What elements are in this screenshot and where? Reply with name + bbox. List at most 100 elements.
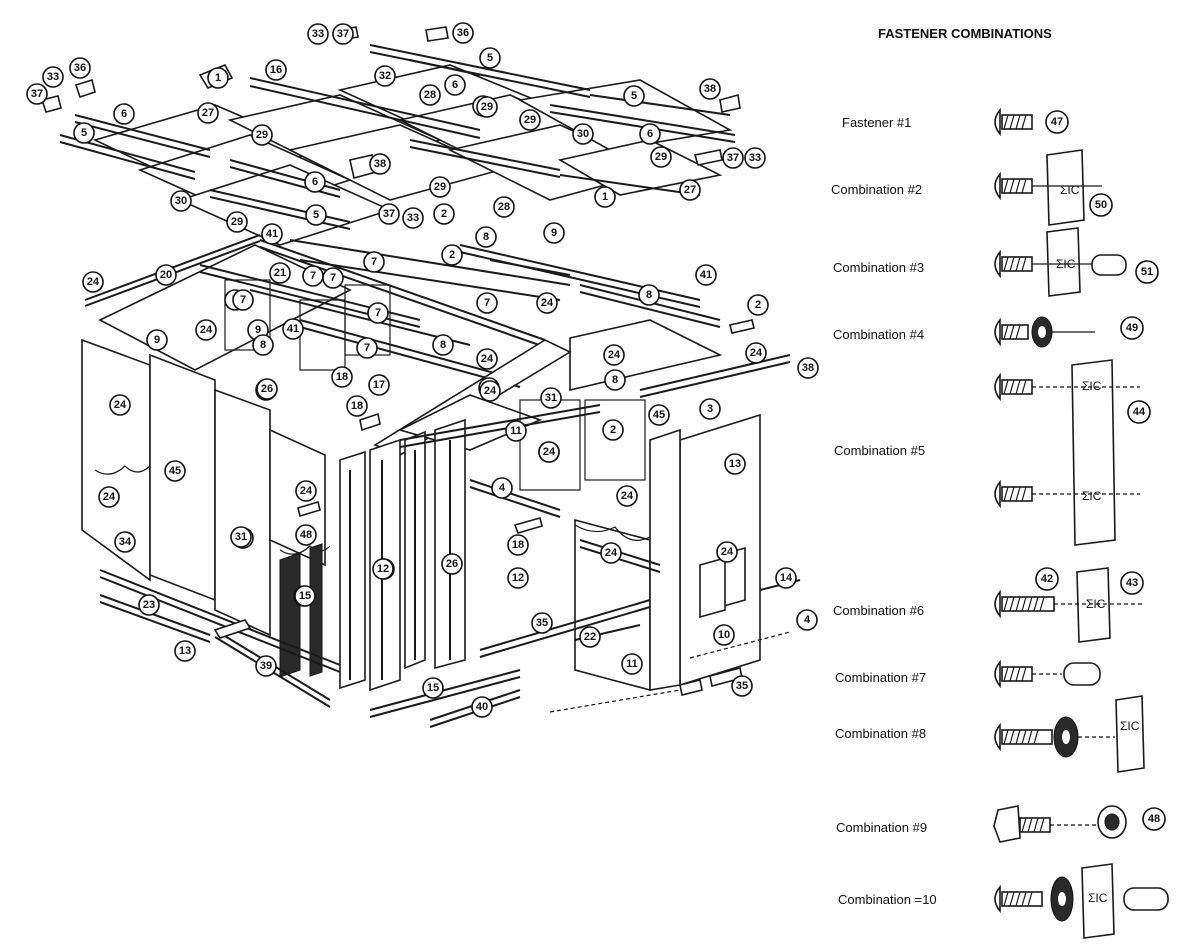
part-number-badge: 50 [1089, 193, 1113, 217]
svg-text:24: 24 [608, 349, 621, 361]
fastener-combinations-panel: FASTENER COMBINATIONS Fastener #1 47 Com… [831, 26, 1169, 939]
svg-text:11: 11 [626, 658, 638, 670]
svg-text:41: 41 [700, 269, 712, 281]
svg-text:16: 16 [270, 64, 282, 76]
part-callout: 1 [594, 186, 616, 208]
part-callout: 29 [251, 124, 273, 146]
combination-9-label: Combination #9 [836, 820, 927, 835]
svg-text:13: 13 [729, 458, 741, 470]
part-callout: 37 [378, 203, 400, 225]
fastener-row-10: Combination =10 ΣΙC [838, 863, 1169, 939]
part-callout: 7 [302, 265, 324, 287]
svg-text:29: 29 [231, 216, 243, 228]
svg-text:24: 24 [103, 491, 116, 503]
combination-10-label: Combination =10 [838, 892, 937, 907]
part-callout: 24 [195, 319, 217, 341]
part-callout: 7 [232, 289, 254, 311]
part-callout: 29 [226, 211, 248, 233]
svg-text:47: 47 [1051, 116, 1063, 128]
part-callout: 12 [372, 558, 394, 580]
svg-text:37: 37 [31, 88, 43, 100]
part-callout: 33 [402, 207, 424, 229]
svg-text:5: 5 [81, 127, 87, 139]
part-callout: 36 [452, 22, 474, 44]
part-callout: 24 [476, 348, 498, 370]
svg-text:40: 40 [476, 701, 488, 713]
part-callout: 39 [255, 655, 277, 677]
part-number-badge: 51 [1135, 260, 1159, 284]
part-callout: 33 [42, 66, 64, 88]
part-callout: 11 [621, 653, 643, 675]
svg-text:14: 14 [780, 572, 793, 584]
combination-2-label: Combination #2 [831, 182, 922, 197]
svg-text:6: 6 [121, 108, 127, 120]
part-callout: 7 [356, 337, 378, 359]
part-callout: 29 [650, 146, 672, 168]
svg-text:23: 23 [143, 599, 155, 611]
svg-text:13: 13 [179, 645, 191, 657]
svg-text:37: 37 [383, 208, 395, 220]
part-callout: 33 [307, 23, 329, 45]
part-callout: 45 [648, 404, 670, 426]
svg-text:22: 22 [584, 631, 596, 643]
bolt-icon [993, 805, 1021, 843]
fastener-1-label: Fastener #1 [842, 115, 911, 130]
svg-text:18: 18 [512, 539, 524, 551]
svg-text:29: 29 [256, 129, 268, 141]
part-callout: 9 [146, 329, 168, 351]
svg-text:24: 24 [481, 353, 494, 365]
svg-text:38: 38 [802, 362, 814, 374]
svg-text:24: 24 [605, 547, 618, 559]
fastener-row-6: Combination #6 ΣΙC 42 43 [833, 567, 1145, 643]
svg-text:24: 24 [484, 385, 497, 397]
svg-text:24: 24 [750, 347, 763, 359]
svg-text:48: 48 [300, 529, 312, 541]
part-callouts: 3337365363337163262812956272929293038293… [26, 22, 819, 718]
svg-text:17: 17 [373, 379, 385, 391]
part-callout: 5 [479, 47, 501, 69]
svg-text:8: 8 [440, 339, 446, 351]
svg-text:6: 6 [312, 176, 318, 188]
screw-icon [994, 107, 1033, 137]
part-callout: 7 [363, 251, 385, 273]
fastener-row-1: Fastener #1 47 [842, 107, 1069, 137]
svg-text:18: 18 [351, 400, 363, 412]
part-callout: 29 [519, 109, 541, 131]
part-callout: 30 [572, 123, 594, 145]
svg-text:38: 38 [374, 158, 386, 170]
part-callout: 37 [26, 83, 48, 105]
part-callout: 4 [796, 609, 818, 631]
svg-text:35: 35 [536, 617, 548, 629]
part-number-badge: 49 [1120, 316, 1144, 340]
part-callout: 2 [747, 294, 769, 316]
svg-text:6: 6 [647, 128, 653, 140]
part-callout: 16 [265, 59, 287, 81]
part-callout: 27 [679, 179, 701, 201]
svg-text:4: 4 [499, 482, 506, 494]
svg-text:ΣΙC: ΣΙC [1086, 597, 1106, 611]
svg-text:39: 39 [260, 660, 272, 672]
svg-text:45: 45 [169, 465, 181, 477]
combination-6-label: Combination #6 [833, 603, 924, 618]
part-callout: 1 [207, 67, 229, 89]
part-callout: 9 [543, 222, 565, 244]
part-number-badge: 43 [1120, 571, 1144, 595]
svg-text:11: 11 [510, 425, 522, 437]
svg-text:15: 15 [299, 590, 311, 602]
svg-text:51: 51 [1141, 266, 1153, 278]
part-callout: 2 [602, 419, 624, 441]
part-callout: 13 [174, 640, 196, 662]
svg-text:ΣΙC: ΣΙC [1060, 183, 1080, 197]
part-number-badge: 48 [1142, 807, 1166, 831]
svg-text:7: 7 [310, 270, 316, 282]
part-callout: 23 [138, 594, 160, 616]
part-callout: 5 [73, 122, 95, 144]
part-callout: 21 [269, 262, 291, 284]
part-callout: 5 [623, 85, 645, 107]
part-callout: 6 [639, 123, 661, 145]
part-callout: 24 [82, 271, 104, 293]
svg-text:7: 7 [240, 294, 246, 306]
svg-text:42: 42 [1041, 573, 1053, 585]
fastener-row-2: Combination #2 ΣΙC 50 [831, 149, 1113, 226]
